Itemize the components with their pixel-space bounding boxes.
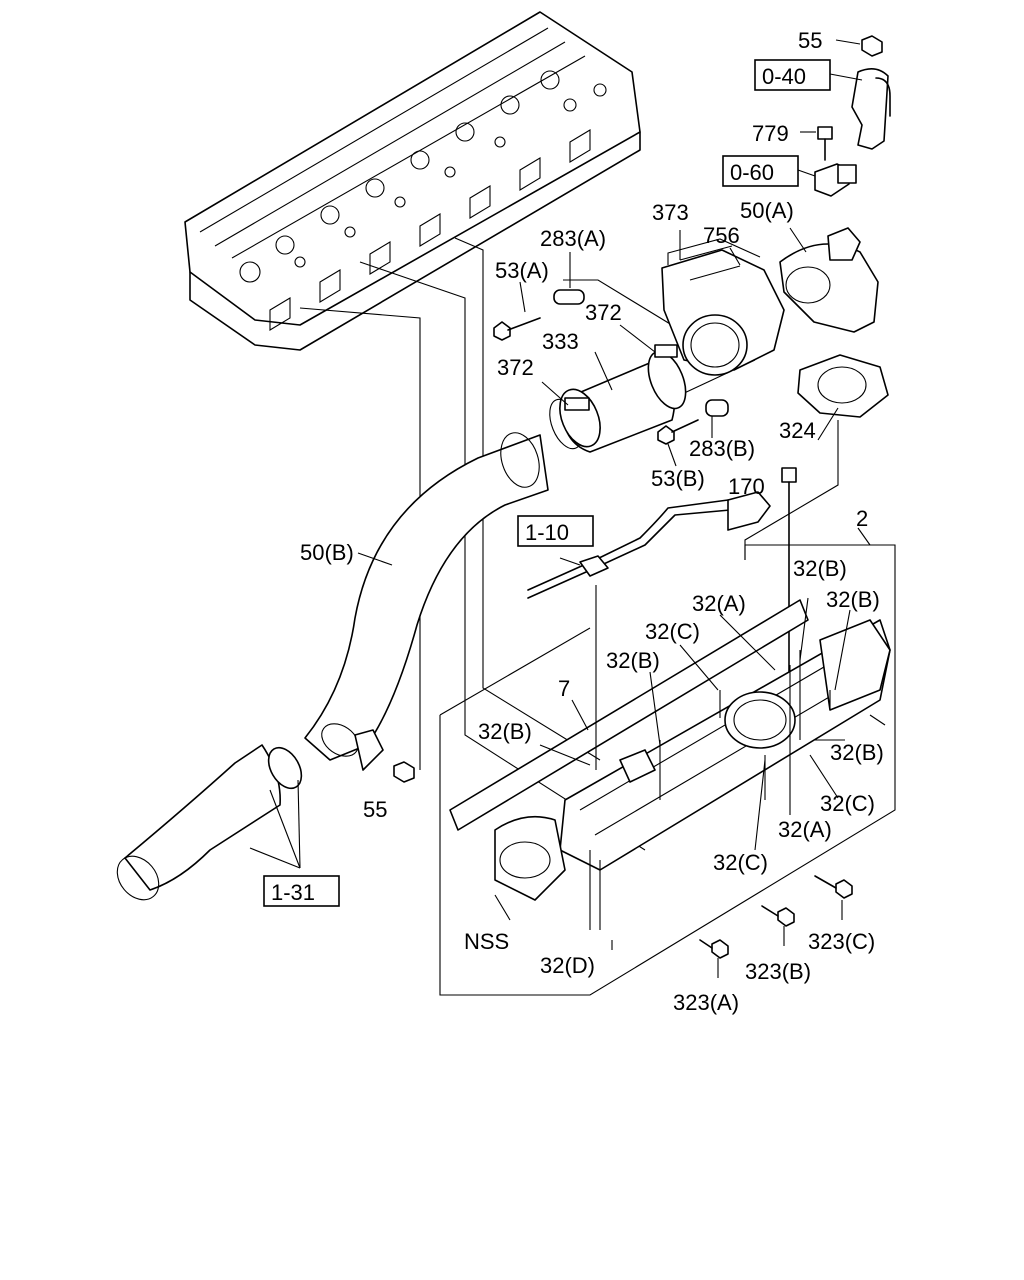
bolts-32 [494,585,886,950]
label-323a: 323(A) [673,990,739,1015]
bracket-040 [829,35,891,150]
label-779: 779 [752,121,789,146]
label-50a: 50(A) [740,198,794,223]
label-55-lower: 55 [363,797,387,822]
egr-body [494,619,891,901]
label-283a: 283(A) [540,226,606,251]
label-2: 2 [856,506,868,531]
label-32c-3: 32(C) [713,850,768,875]
ref-box-131 [263,875,340,907]
label-50b: 50(B) [300,540,354,565]
nut-55-top [861,35,883,57]
ref-label-040: 0-40 [762,64,806,89]
label-7: 7 [558,676,570,701]
bolt-323c [814,875,853,920]
pin-283a [553,252,585,305]
bolt-53a [493,281,541,341]
label-32b-1: 32(B) [793,556,847,581]
ref-label-131: 1-31 [271,880,315,905]
label-323b: 323(B) [745,959,811,984]
ref-box-040 [754,59,831,91]
nut-55-lower [393,761,415,783]
part-labels: 55 0-40 779 0-60 373 756 50(A) 283(A) 53… [263,28,884,1015]
label-32b-5: 32(B) [830,740,884,765]
pin-283b [705,399,729,438]
label-32b-4: 32(B) [478,719,532,744]
pipe-110 [527,491,771,599]
label-32c-2: 32(C) [820,791,875,816]
label-32c-1: 32(C) [645,619,700,644]
assembly-2-frame [439,527,896,996]
label-324: 324 [779,418,816,443]
label-32b-3: 32(B) [606,648,660,673]
label-323c: 323(C) [808,929,875,954]
label-32a-1: 32(A) [692,591,746,616]
bolt-323b [761,905,795,946]
ref-box-110 [517,515,594,547]
clamp-372-upper [619,324,687,410]
bolt-170 [781,467,797,701]
label-372-lower: 372 [497,355,534,380]
clamp-372-lower [541,381,601,448]
ref-label-110: 1-10 [525,520,569,545]
label-32d: 32(D) [540,953,595,978]
gasket-7 [449,599,809,831]
label-283b: 283(B) [689,436,755,461]
label-53a: 53(A) [495,258,549,283]
sensor-060 [797,163,857,197]
bolt-323a [699,939,729,978]
label-32a-2: 32(A) [778,817,832,842]
throttle-373 [661,230,785,376]
label-373: 373 [652,200,689,225]
label-55-top: 55 [798,28,822,53]
ref-box-060 [722,155,799,187]
pipe-50a [779,227,879,333]
bolt-779 [800,126,833,161]
gasket-324 [797,354,889,441]
label-nss: NSS [464,929,509,954]
ref-label-060: 0-60 [730,160,774,185]
label-372-upper: 372 [585,300,622,325]
label-32b-2: 32(B) [826,587,880,612]
hose-131 [116,744,303,901]
label-333: 333 [542,329,579,354]
label-756: 756 [703,223,740,248]
bolt-53b [657,419,699,467]
cylinder-head [184,11,641,351]
label-53b: 53(B) [651,466,705,491]
pipe-50b [304,432,549,771]
label-170: 170 [728,474,765,499]
